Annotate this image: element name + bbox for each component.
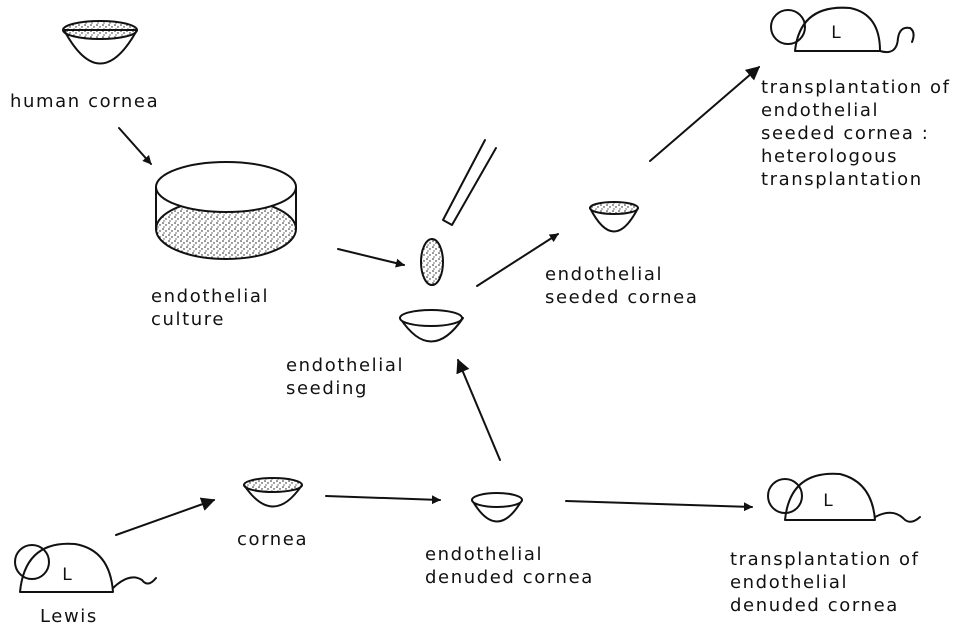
arrow-lewis-to-cornea [116,500,214,535]
arrow-human-to-culture [119,128,151,164]
label-endothelial-culture: endothelial culture [151,285,269,331]
rat-lewis [15,544,156,592]
label-human-cornea: human cornea [10,90,159,113]
label-denuded-cornea: endothelial denuded cornea [425,543,594,589]
rat-bottom-right [768,474,920,522]
seeded-cornea-bowl [590,202,638,232]
rat-mark-lewis: L [62,565,72,585]
denuded-cornea-bowl [472,493,522,522]
pipette [443,140,496,225]
rat-mark-bottom: L [823,491,833,511]
arrow-seeded-to-transplant [650,67,759,161]
label-transplant-denuded: transplantation of endothelial denuded c… [730,548,920,617]
rat-mark-top: L [831,23,841,43]
label-seeded-cornea: endothelial seeded cornea [545,263,698,309]
arrow-denuded-to-seeding [458,360,500,460]
seeding-bowl [400,310,463,342]
label-lewis: Lewis [40,605,98,628]
label-transplant-seeded: transplantation of endothelial seeded co… [761,76,951,191]
lewis-cornea-bowl [244,478,302,507]
human-cornea-bowl [63,21,137,64]
label-endothelial-seeding: endothelial seeding [286,354,404,400]
cell-sheet [421,239,443,285]
arrow-cornea-to-denuded [326,496,440,500]
arrow-culture-to-seeding [338,249,404,265]
arrow-denuded-to-transplant [566,501,752,507]
label-cornea: cornea [237,528,308,551]
rat-top-right [771,8,914,52]
culture-dish [156,162,296,259]
